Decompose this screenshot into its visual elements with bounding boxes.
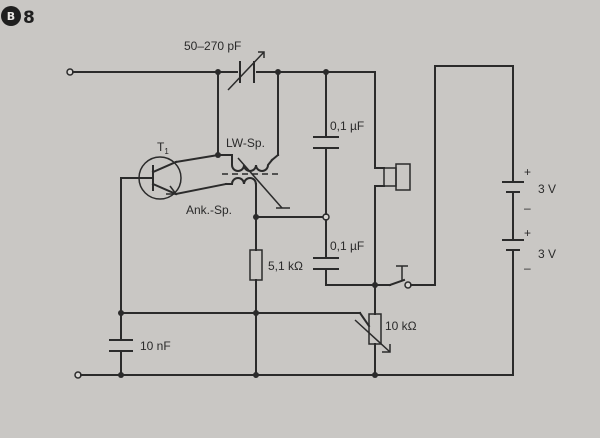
- capacitor-10nf-label: 10 nF: [140, 339, 171, 353]
- battery-upper-plus: +: [524, 165, 531, 179]
- base-wire: [118, 177, 361, 339]
- variable-capacitor: 50–270 pF: [184, 39, 265, 91]
- battery-lower-plus: +: [524, 226, 531, 240]
- earphone: [374, 163, 411, 286]
- capacitor-10nf: 10 nF: [109, 339, 171, 376]
- battery-upper-minus: –: [524, 201, 531, 215]
- figure-badge-letter: B: [7, 10, 15, 23]
- bottom-wire: [74, 371, 514, 379]
- ank-coil: Ank.-Sp.: [186, 177, 259, 220]
- capacitor-lower-label: 0,1 µF: [330, 239, 364, 253]
- resistor-5k1-label: 5,1 kΩ: [268, 259, 303, 273]
- battery-stack: + 3 V – + 3 V –: [502, 65, 556, 376]
- top-wire: [66, 68, 376, 169]
- lw-coil-label: LW-Sp.: [226, 136, 265, 150]
- capacitor-upper-label: 0,1 µF: [330, 119, 364, 133]
- potentiometer-label: 10 kΩ: [385, 319, 417, 333]
- capacitor-lower: 0,1 µF: [313, 219, 391, 288]
- figure-number: 8: [23, 8, 35, 28]
- ferrite-core: [222, 157, 290, 209]
- variable-capacitor-label: 50–270 pF: [184, 39, 241, 53]
- transistor-label: T1: [157, 140, 169, 156]
- mid-node: [255, 213, 330, 251]
- battery-lower-minus: –: [524, 261, 531, 275]
- tank-wires: [215, 71, 280, 162]
- figure-badge: B 8: [1, 6, 35, 28]
- ank-coil-label: Ank.-Sp.: [186, 203, 232, 217]
- battery-upper-label: 3 V: [538, 182, 556, 196]
- potentiometer-10k: 10 kΩ: [354, 284, 417, 376]
- resistor-5k1: 5,1 kΩ: [249, 249, 303, 376]
- battery-lower-label: 3 V: [538, 247, 556, 261]
- capacitor-upper: 0,1 µF: [313, 71, 364, 215]
- push-switch: [388, 65, 514, 289]
- transistor-t1: T1: [120, 140, 228, 200]
